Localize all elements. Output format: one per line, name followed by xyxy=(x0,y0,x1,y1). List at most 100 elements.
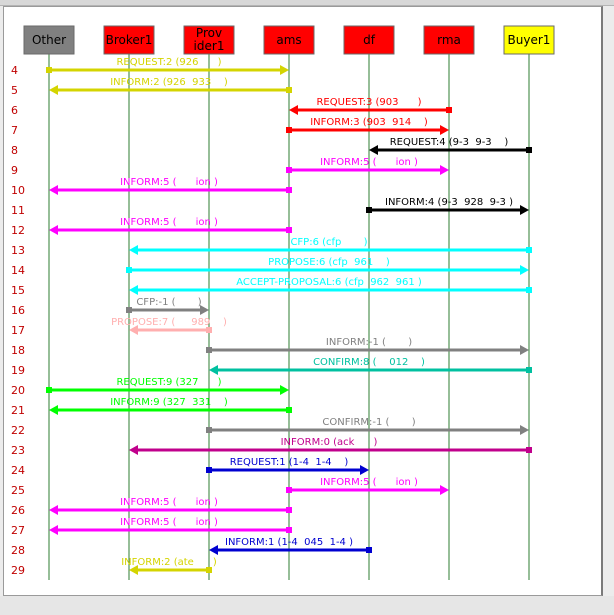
message-label: INFORM:5 ( ion ) xyxy=(120,217,218,228)
message-arrow[interactable]: INFORM:-1 ( ) xyxy=(206,337,529,355)
agent-header-other[interactable]: Other xyxy=(23,25,75,55)
message-label: INFORM:2 (926 933 ) xyxy=(110,77,228,88)
row-number: 6 xyxy=(11,104,18,117)
message-arrowhead xyxy=(129,565,138,575)
message-arrowhead xyxy=(129,325,138,335)
message-arrowhead xyxy=(209,545,218,555)
row-number: 5 xyxy=(11,84,18,97)
message-arrow[interactable]: INFORM:1 (1-4 045 1-4 ) xyxy=(209,537,372,555)
message-arrowhead xyxy=(280,65,289,75)
message-label: INFORM:5 ( ion ) xyxy=(320,157,418,168)
agent-label-rma: rma xyxy=(437,33,461,47)
row-number: 19 xyxy=(11,364,25,377)
row-number: 29 xyxy=(11,564,25,577)
message-arrow[interactable]: INFORM:5 ( ion ) xyxy=(49,177,292,195)
agent-header-buyer1[interactable]: Buyer1 xyxy=(503,25,555,55)
message-arrow[interactable]: REQUEST:4 (9-3 9-3 ) xyxy=(369,137,532,155)
message-arrowhead xyxy=(520,425,529,435)
message-arrow[interactable]: INFORM:5 ( ion ) xyxy=(49,517,292,535)
agent-header-df[interactable]: df xyxy=(343,25,395,55)
agent-label-ams: ams xyxy=(276,33,301,47)
message-arrowhead xyxy=(129,445,138,455)
diagram-panel xyxy=(3,6,603,596)
row-number: 14 xyxy=(11,264,25,277)
row-number: 26 xyxy=(11,504,25,517)
message-arrowhead xyxy=(369,145,378,155)
message-arrow[interactable]: INFORM:9 (327 331 ) xyxy=(49,397,292,415)
agent-box-provider1 xyxy=(183,25,235,55)
message-arrow[interactable]: INFORM:3 (903 914 ) xyxy=(286,117,449,135)
message-arrow[interactable]: REQUEST:9 (327 ) xyxy=(46,377,289,395)
agent-label-df: df xyxy=(363,33,376,47)
message-label: INFORM:5 ( ion ) xyxy=(120,177,218,188)
message-arrow[interactable]: ACCEPT-PROPOSAL:6 (cfp 962 961 ) xyxy=(129,277,532,295)
message-arrow[interactable]: REQUEST:3 (903 ) xyxy=(289,97,452,115)
agent-box-rma xyxy=(423,25,475,55)
agent-label-buyer1: Buyer1 xyxy=(508,33,551,47)
message-arrowhead xyxy=(520,205,529,215)
message-arrowhead xyxy=(520,265,529,275)
row-number: 20 xyxy=(11,384,25,397)
row-number: 27 xyxy=(11,524,25,537)
message-arrow[interactable]: CFP:6 (cfp ) xyxy=(129,237,532,255)
message-arrow[interactable]: CONFIRM:8 ( 012 ) xyxy=(209,357,532,375)
message-arrow[interactable]: INFORM:2 (926 933 ) xyxy=(49,77,292,95)
message-arrow[interactable]: PROPOSE:6 (cfp 961 ) xyxy=(126,257,529,275)
message-label: REQUEST:3 (903 ) xyxy=(316,97,421,108)
message-arrow[interactable]: INFORM:5 ( ion ) xyxy=(286,477,449,495)
message-arrowhead xyxy=(49,85,58,95)
row-number: 10 xyxy=(11,184,25,197)
message-arrow[interactable]: INFORM:5 ( ion ) xyxy=(49,497,292,515)
row-numbers-layer: 4567891011121314151617181920212223242526… xyxy=(11,64,25,577)
message-arrow[interactable]: INFORM:5 ( ion ) xyxy=(286,157,449,175)
message-label: REQUEST:9 (327 ) xyxy=(116,377,221,388)
message-arrowhead xyxy=(360,465,369,475)
agent-box-buyer1 xyxy=(503,25,555,55)
message-arrowhead xyxy=(49,505,58,515)
message-label: INFORM:1 (1-4 045 1-4 ) xyxy=(225,537,353,548)
message-arrow[interactable]: CFP:-1 ( ) xyxy=(126,297,209,315)
window-top-border xyxy=(0,0,614,6)
row-number: 13 xyxy=(11,244,25,257)
message-arrow[interactable]: REQUEST:2 (926 ) xyxy=(46,57,289,75)
message-arrow[interactable]: INFORM:2 (ate ) xyxy=(121,557,217,575)
message-label: ACCEPT-PROPOSAL:6 (cfp 962 961 ) xyxy=(236,277,422,288)
message-label: CFP:-1 ( ) xyxy=(136,297,201,308)
message-arrow[interactable]: REQUEST:1 (1-4 1-4 ) xyxy=(206,457,369,475)
message-arrowhead xyxy=(440,485,449,495)
message-arrowhead xyxy=(520,345,529,355)
message-label: INFORM:5 ( ion ) xyxy=(120,497,218,508)
message-arrowhead xyxy=(49,225,58,235)
message-arrow[interactable]: PROPOSE:7 ( 989 ) xyxy=(111,317,227,335)
agent-box-broker1 xyxy=(103,25,155,55)
message-label: INFORM:5 ( ion ) xyxy=(120,517,218,528)
row-number: 22 xyxy=(11,424,25,437)
message-arrowhead xyxy=(280,385,289,395)
agent-header-ams[interactable]: ams xyxy=(263,25,315,55)
agent-header-broker1[interactable]: Broker1 xyxy=(103,25,155,55)
row-number: 28 xyxy=(11,544,25,557)
row-number: 23 xyxy=(11,444,25,457)
message-arrowhead xyxy=(49,525,58,535)
message-arrow[interactable]: INFORM:4 (9-3 928 9-3 ) xyxy=(366,197,529,215)
message-label: PROPOSE:6 (cfp 961 ) xyxy=(268,257,390,268)
message-arrow[interactable]: INFORM:5 ( ion ) xyxy=(49,217,292,235)
row-number: 7 xyxy=(11,124,18,137)
message-label: CONFIRM:-1 ( ) xyxy=(322,417,415,428)
row-number: 9 xyxy=(11,164,18,177)
message-arrow[interactable]: CONFIRM:-1 ( ) xyxy=(206,417,529,435)
agent-header-rma[interactable]: rma xyxy=(423,25,475,55)
row-number: 21 xyxy=(11,404,25,417)
message-label: INFORM:0 (ack ) xyxy=(281,437,378,448)
message-label: INFORM:9 (327 331 ) xyxy=(110,397,228,408)
agent-label-broker1: Broker1 xyxy=(106,33,153,47)
message-arrowhead xyxy=(49,185,58,195)
message-label: REQUEST:2 (926 ) xyxy=(116,57,221,68)
window-bottom-border xyxy=(0,596,614,615)
message-arrow[interactable]: INFORM:0 (ack ) xyxy=(129,437,532,455)
message-label: REQUEST:1 (1-4 1-4 ) xyxy=(230,457,349,468)
message-arrowhead xyxy=(209,365,218,375)
